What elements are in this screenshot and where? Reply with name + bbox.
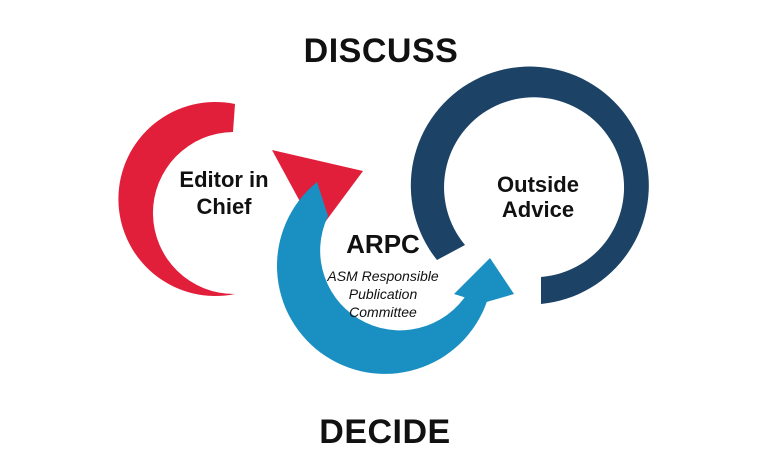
arpc-subtitle-line1: ASM Responsible	[326, 268, 438, 284]
arpc-arc	[276, 182, 489, 374]
arpc-arrowhead	[454, 258, 514, 303]
editor-in-chief-label-line2: Chief	[197, 194, 253, 219]
outside-advice-label-line2: Advice	[502, 197, 574, 222]
decide-heading: DECIDE	[319, 413, 450, 451]
discuss-heading: DISCUSS	[304, 32, 459, 70]
editor-in-chief-label-line1: Editor in	[179, 167, 268, 192]
outside-advice-label-line1: Outside	[497, 172, 579, 197]
arpc-subtitle-line2: Publication	[349, 286, 418, 302]
arpc-subtitle-line3: Committee	[349, 304, 417, 320]
arpc-title: ARPC	[346, 229, 420, 259]
editor-in-chief-arc	[118, 101, 235, 296]
arpc-cycle-arrow	[276, 182, 514, 374]
